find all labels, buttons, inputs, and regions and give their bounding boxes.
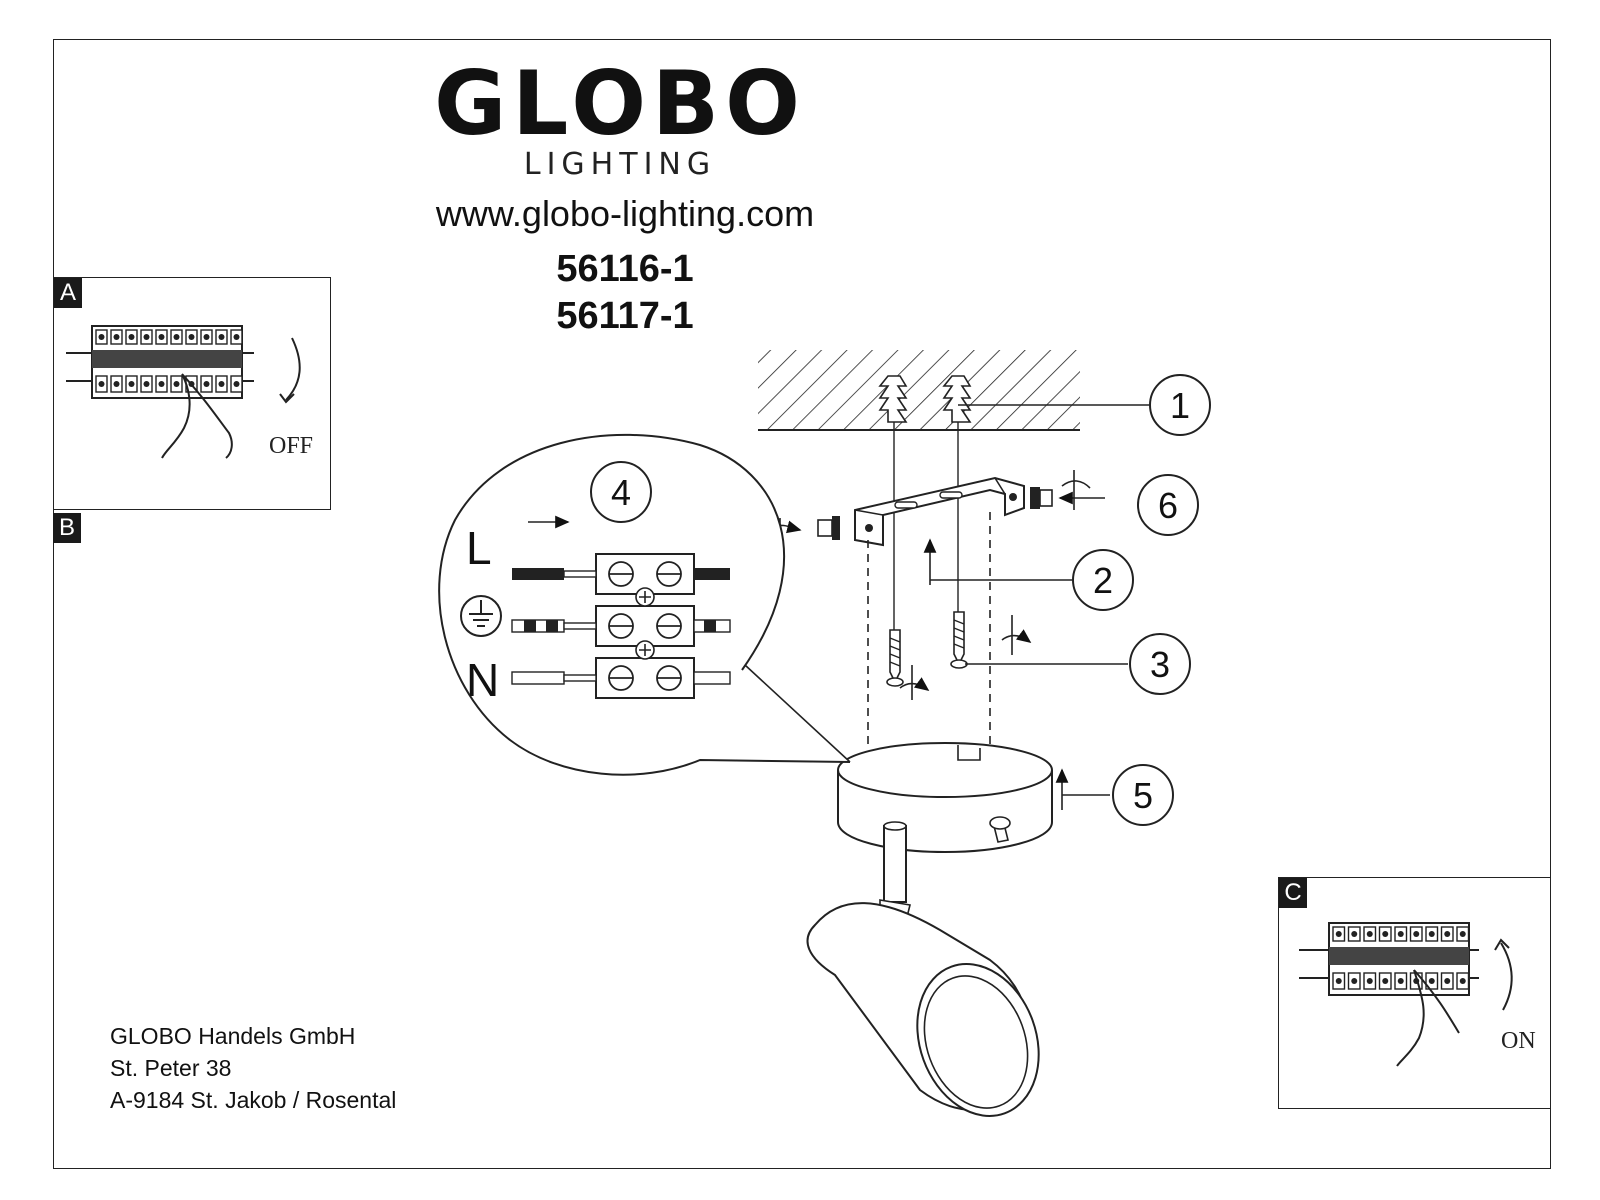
svg-text:1: 1 xyxy=(1170,385,1190,426)
panel-tag: C xyxy=(1279,878,1307,908)
company-address: GLOBO Handels GmbH St. Peter 38 A-9184 S… xyxy=(110,1020,396,1116)
wood-screw xyxy=(886,611,968,687)
city-address: A-9184 St. Jakob / Rosental xyxy=(110,1087,397,1113)
breaker-state-label: OFF xyxy=(269,433,314,459)
model-number: 56117-1 xyxy=(556,295,694,337)
earth-ground-icon xyxy=(460,595,502,637)
callout-2: 2 xyxy=(1072,549,1134,611)
bracket-screw xyxy=(771,470,1105,548)
svg-text:3: 3 xyxy=(1150,644,1170,685)
logo-text: GLOBO xyxy=(434,52,806,155)
panel-a-breaker-off: A OFF xyxy=(53,277,331,510)
panel-tag: B xyxy=(53,513,81,543)
panel-c-breaker-on: C ON xyxy=(1278,877,1551,1109)
panel-tag: A xyxy=(54,278,82,308)
model-number: 56116-1 xyxy=(556,248,694,290)
page-frame xyxy=(53,39,1551,1169)
brand-logo: GLOBO LIGHTING xyxy=(410,58,830,182)
spotlight xyxy=(806,821,1040,1117)
callout-3: 3 xyxy=(1129,633,1191,695)
callout-4: 4 xyxy=(590,461,652,523)
breaker-state-label: ON xyxy=(1501,1028,1536,1054)
ceiling xyxy=(758,350,1080,431)
rotate-arrow-icon xyxy=(899,615,1032,700)
callout-5: 5 xyxy=(1112,764,1174,826)
terminal-block xyxy=(595,553,695,699)
canopy xyxy=(837,742,1053,854)
svg-text:6: 6 xyxy=(1158,485,1178,526)
wire xyxy=(511,568,731,685)
company-name: GLOBO Handels GmbH xyxy=(110,1023,356,1049)
callout-1: 1 xyxy=(1149,374,1211,436)
svg-text:2: 2 xyxy=(1093,560,1113,601)
wall-plug xyxy=(878,375,972,423)
website-url: www.globo-lighting.com xyxy=(435,193,815,234)
live-label: L xyxy=(466,522,492,574)
breaker-off-illustration xyxy=(66,325,301,459)
mounting-bracket xyxy=(854,476,1025,547)
breaker-on-illustration xyxy=(1299,922,1513,1067)
svg-text:4: 4 xyxy=(611,472,631,513)
logo-subtext: LIGHTING xyxy=(523,147,717,182)
street-address: St. Peter 38 xyxy=(110,1055,232,1081)
svg-text:5: 5 xyxy=(1133,775,1153,816)
callout-6: 6 xyxy=(1137,474,1199,536)
neutral-label: N xyxy=(466,654,499,706)
